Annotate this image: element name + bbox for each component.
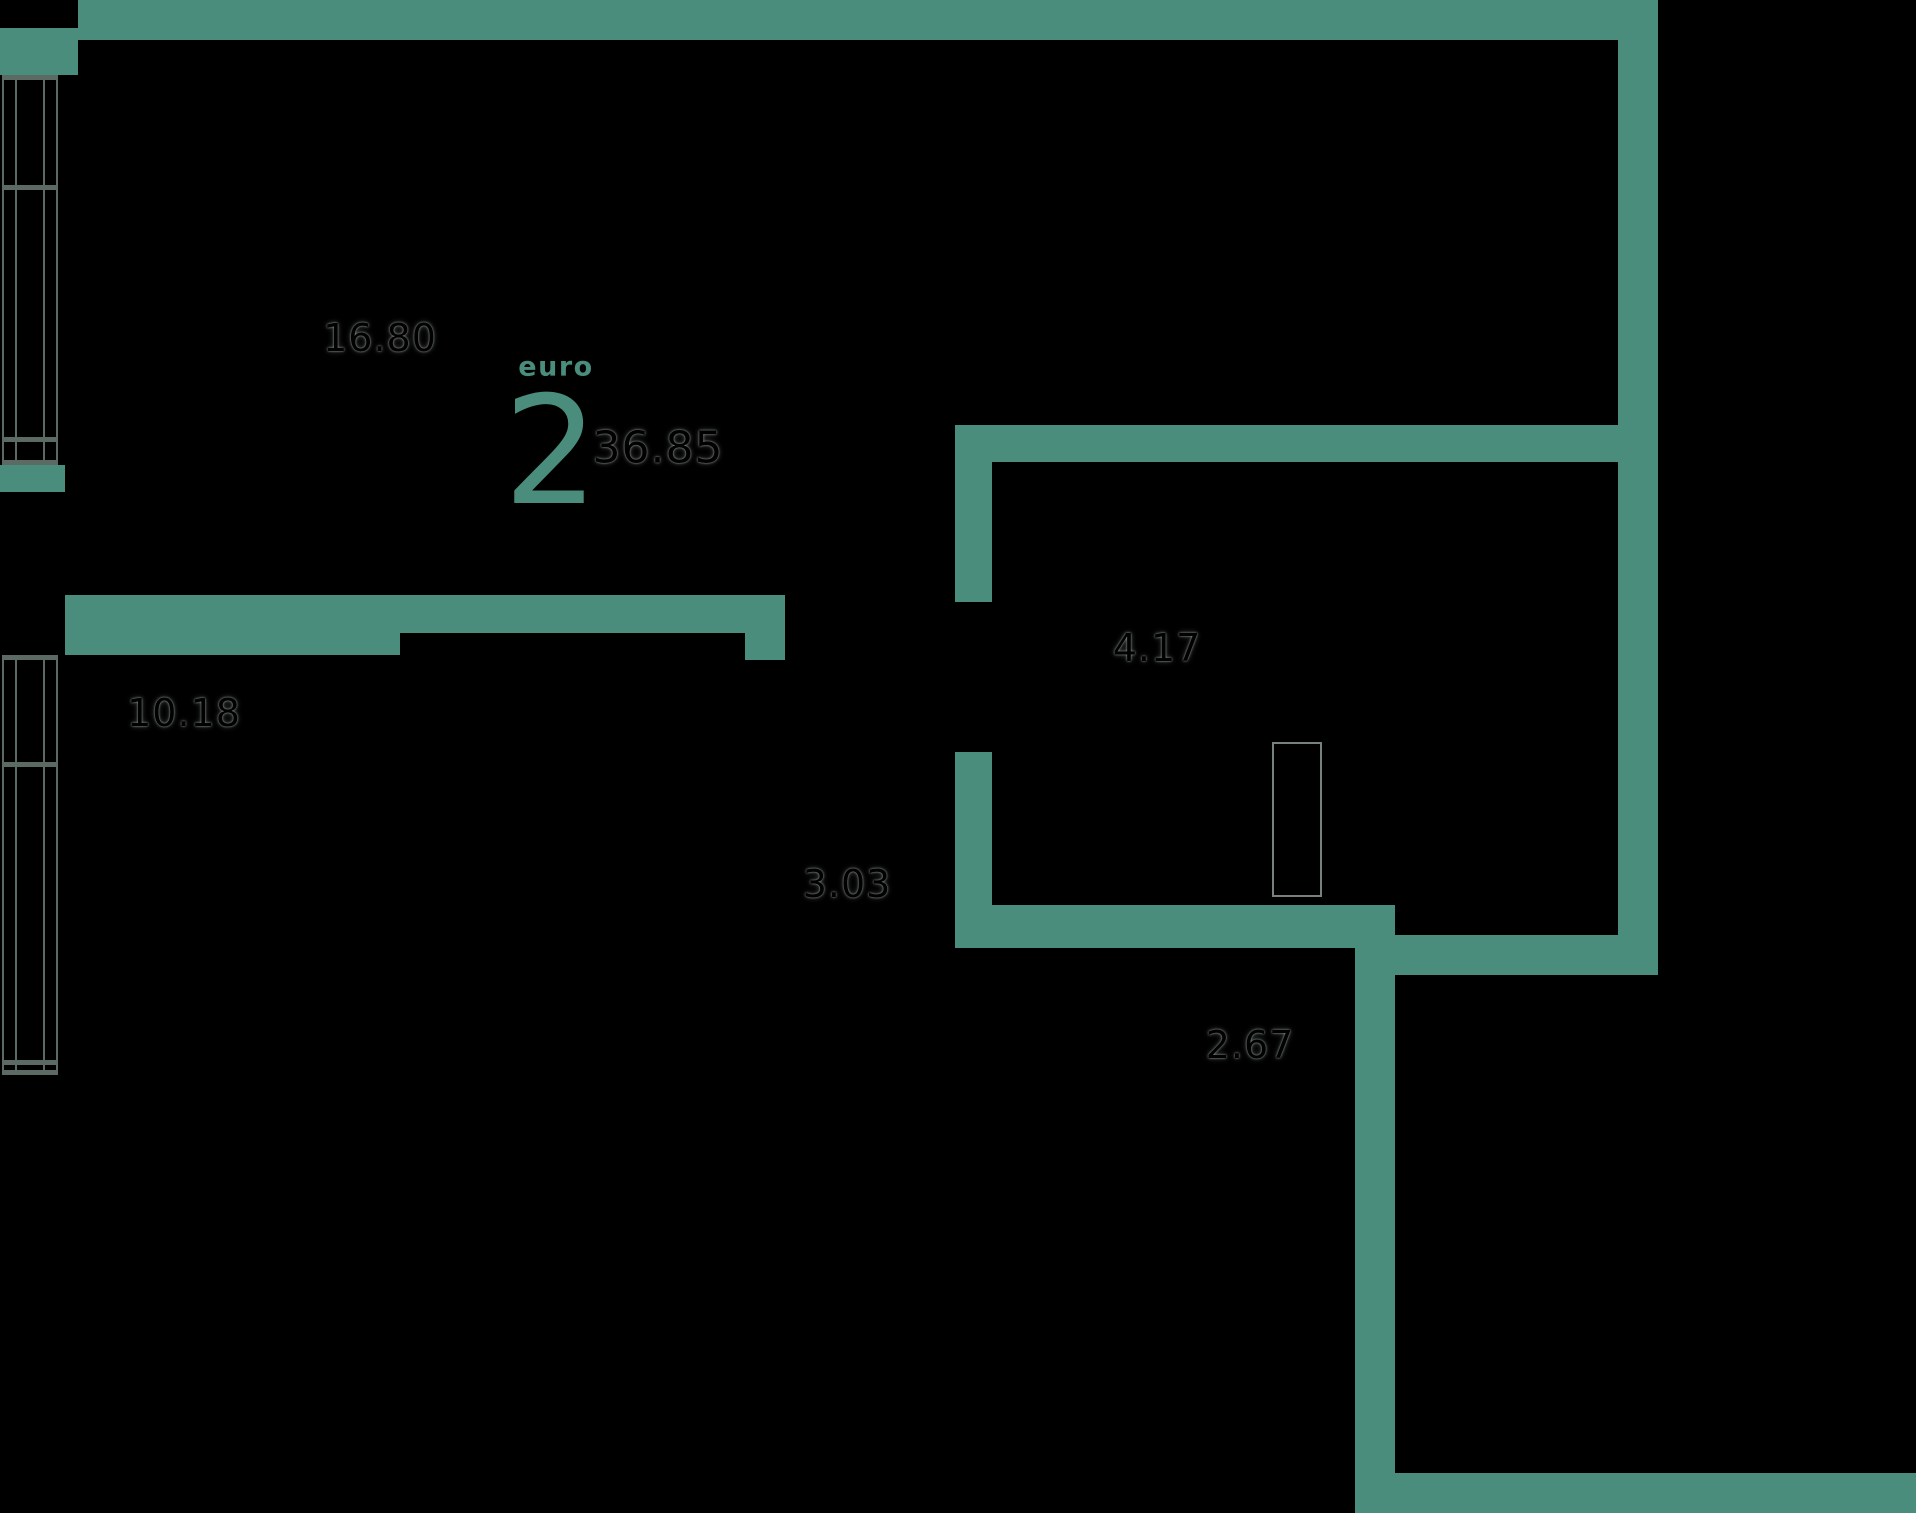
window-frame-line bbox=[2, 75, 17, 465]
wall-bathroom-bottom bbox=[955, 905, 1395, 948]
rooms-count-label: 2 bbox=[503, 365, 599, 539]
window-icon-bottom-left bbox=[2, 655, 58, 1075]
wall-room-divider-lip bbox=[65, 633, 400, 655]
wall-corridor-corner bbox=[745, 595, 785, 660]
wall-room-divider bbox=[65, 595, 785, 633]
wall-right-step bbox=[1395, 935, 1658, 975]
window-frame-line bbox=[43, 655, 58, 1075]
room-area-label-top-left: 16.80 bbox=[323, 316, 437, 360]
window-sill-tick bbox=[2, 655, 58, 660]
wall-bathroom-top bbox=[955, 425, 1658, 462]
wall-top-left-corner bbox=[0, 28, 78, 75]
wall-balcony-right bbox=[1355, 905, 1395, 1513]
window-sill-tick bbox=[2, 1060, 58, 1065]
apartment-type-label: euro bbox=[518, 351, 594, 383]
total-area-label: 36.85 bbox=[592, 422, 724, 474]
wall-right bbox=[1618, 40, 1658, 975]
window-sill-tick bbox=[2, 460, 58, 465]
wall-bathroom-left-upper bbox=[955, 462, 992, 602]
room-area-label-hallway: 3.03 bbox=[802, 862, 892, 906]
room-area-label-bottom-right: 2.67 bbox=[1205, 1023, 1295, 1067]
window-icon-top-left bbox=[2, 75, 58, 465]
window-sill-tick bbox=[2, 1070, 58, 1075]
window-sill-tick bbox=[2, 185, 58, 190]
window-sill-tick bbox=[2, 437, 58, 442]
wall-bottom-right bbox=[1395, 1473, 1916, 1513]
window-sill-tick bbox=[2, 762, 58, 767]
room-area-label-bathroom: 4.17 bbox=[1112, 626, 1202, 670]
window-frame-line bbox=[43, 75, 58, 465]
window-sill-tick bbox=[2, 75, 58, 80]
room-area-label-bottom-left: 10.18 bbox=[127, 691, 241, 735]
wall-top bbox=[78, 0, 1658, 40]
window-frame-line bbox=[2, 655, 17, 1075]
vent-shaft-outline bbox=[1272, 742, 1322, 897]
wall-bathroom-left-lower bbox=[955, 752, 992, 908]
wall-left-block bbox=[0, 465, 65, 492]
